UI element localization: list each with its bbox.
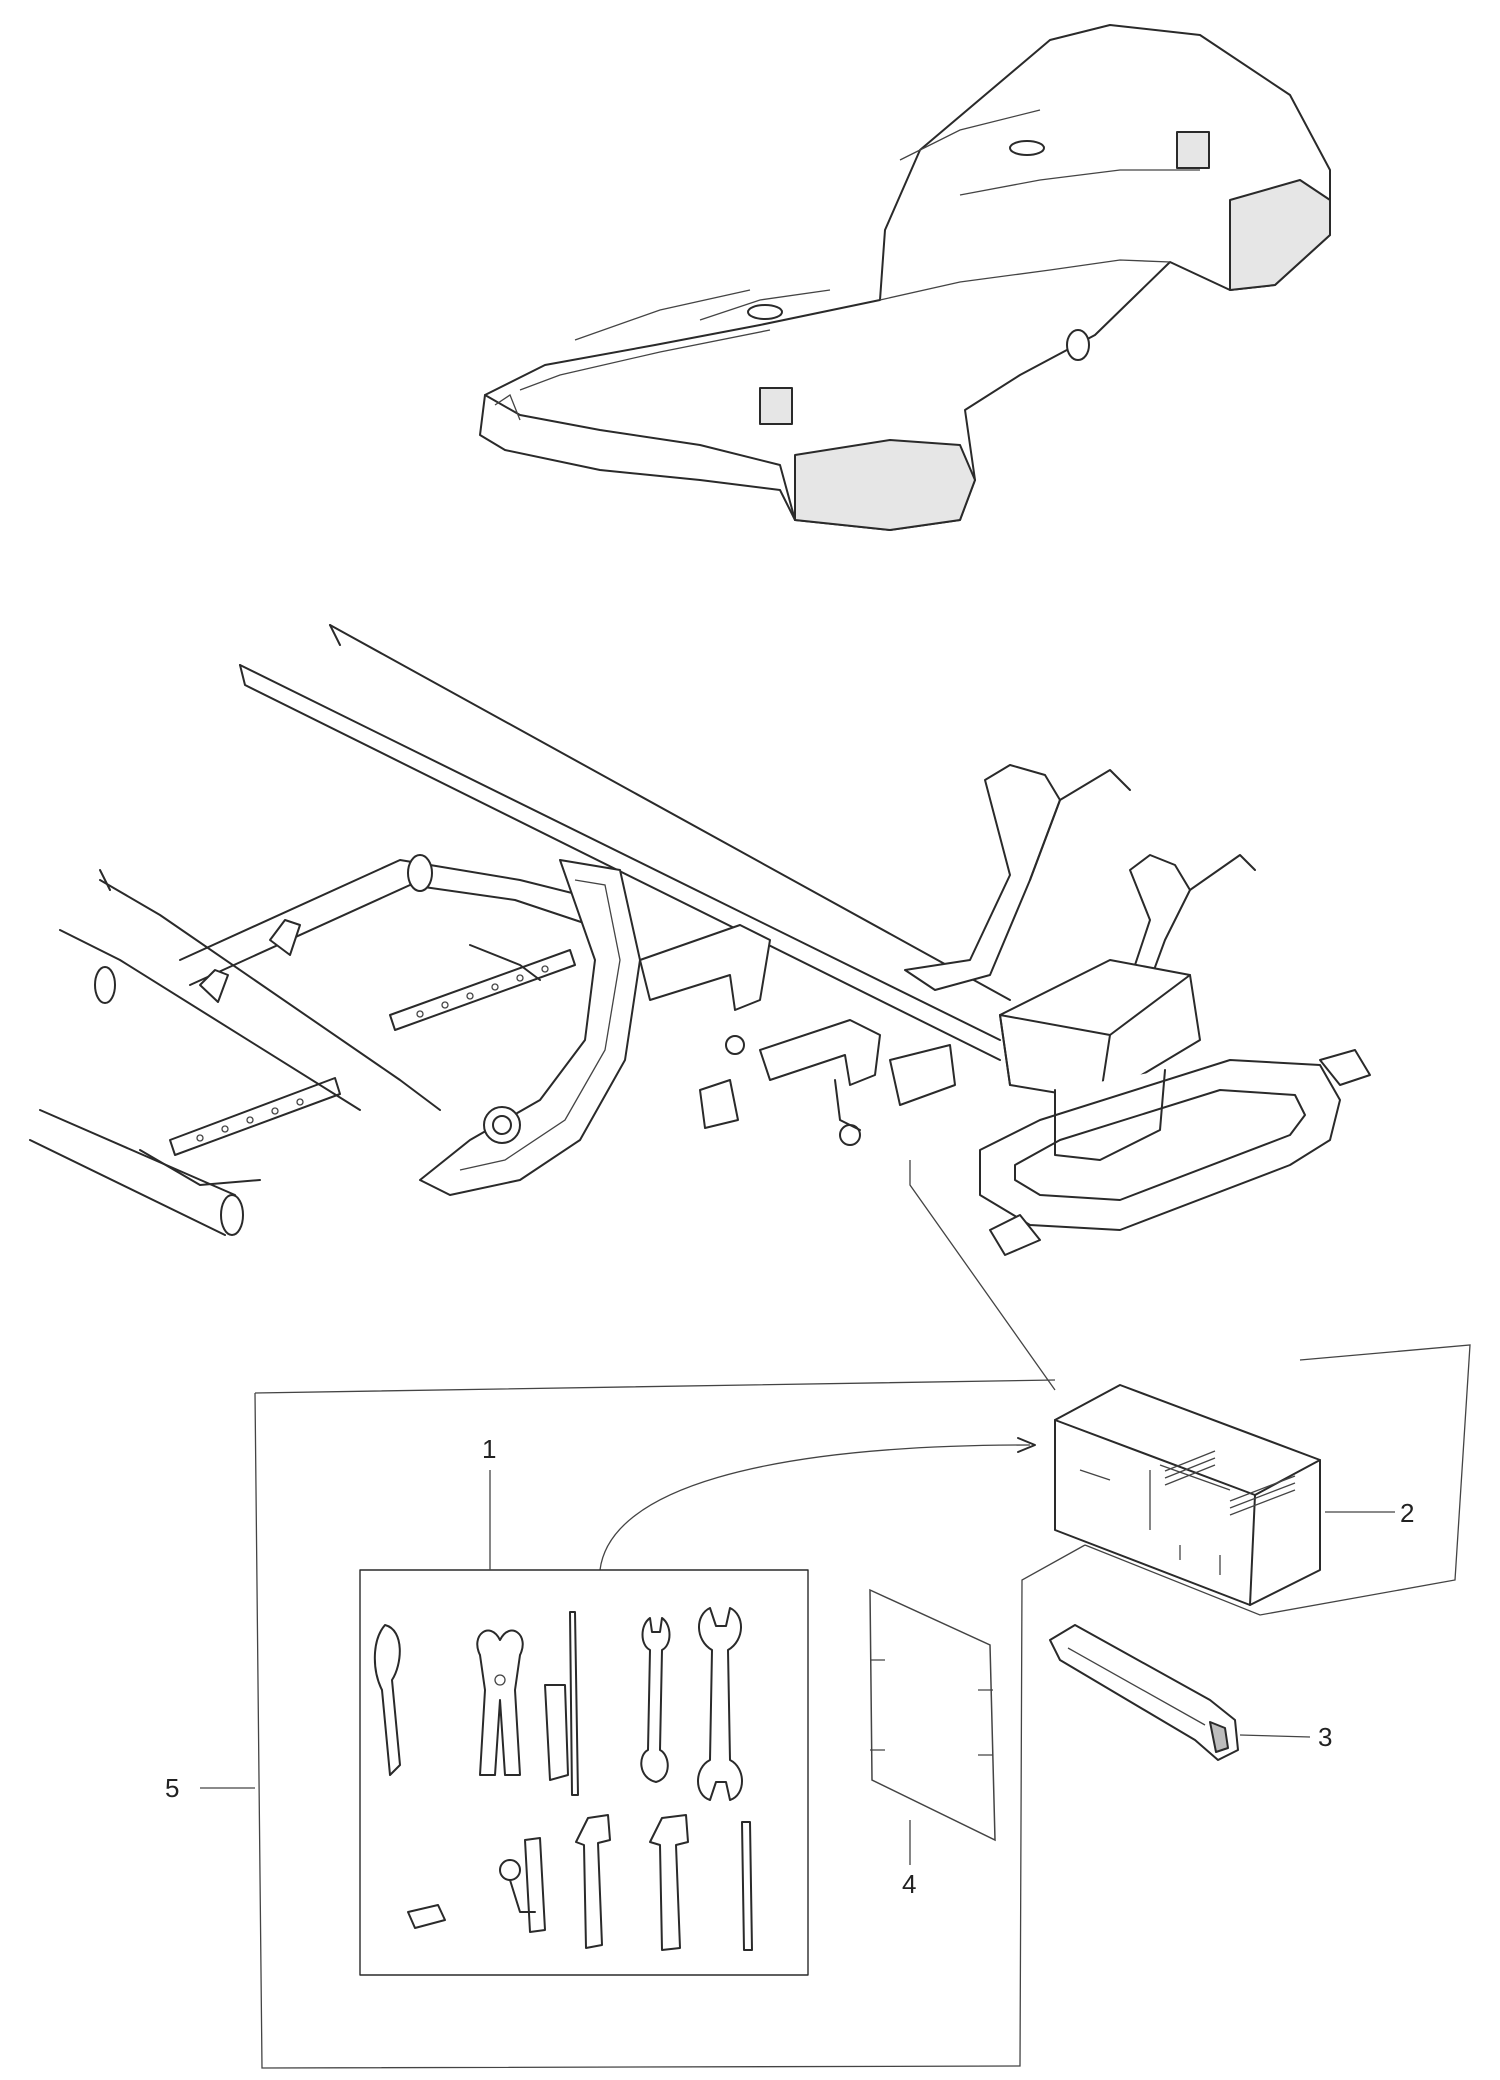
arrow-head	[1017, 1437, 1036, 1453]
toolbox-icon	[1054, 1384, 1321, 1606]
callout-label-3: 3	[1318, 1722, 1332, 1752]
frame-icon	[29, 624, 1371, 1256]
callout-label-5: 5	[165, 1773, 179, 1803]
callout-label-4: 4	[902, 1869, 916, 1899]
callout-label-2: 2	[1400, 1498, 1414, 1528]
perforation-holes	[196, 965, 549, 1142]
leader-line-toolbox	[909, 1160, 1056, 1391]
manual-icon	[869, 1588, 996, 1842]
wrench-icon	[1049, 1624, 1239, 1761]
kit-outline-right	[1084, 1344, 1471, 1616]
kit-outline	[254, 1379, 1086, 2069]
callout-label-1: 1	[482, 1434, 496, 1464]
callout-leaders	[200, 1470, 1395, 1865]
tool-kit-icon	[359, 1569, 809, 1976]
fender-icon	[479, 24, 1331, 531]
arrow-kit-to-box	[599, 1444, 1031, 1571]
